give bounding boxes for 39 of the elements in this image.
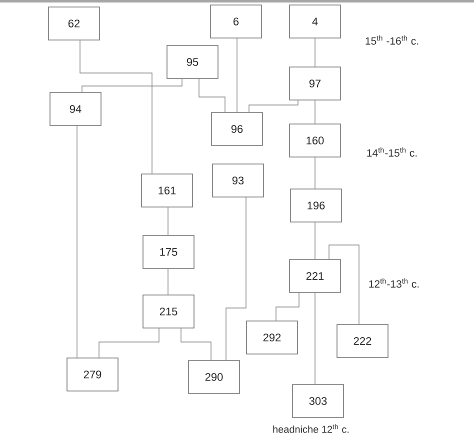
catalogue-box: 303: [292, 384, 344, 418]
catalogue-box: 175: [142, 235, 194, 269]
catalogue-box: 160: [289, 124, 341, 158]
connector-line: [98, 328, 160, 358]
century-label: 14$^{th}$-15$^{th}$ c.: [367, 147, 417, 157]
catalogue-box: 279: [66, 358, 118, 392]
catalogue-box: 96: [211, 112, 263, 146]
connector-line: [198, 78, 226, 112]
catalogue-box: 290: [188, 360, 240, 394]
connector-line: [76, 126, 78, 358]
connector-line: [314, 100, 316, 124]
catalogue-box: 6: [210, 4, 262, 38]
catalogue-box: 4: [289, 4, 341, 38]
catalogue-box: 97: [289, 66, 341, 100]
connector-line: [314, 292, 316, 384]
connector-line: [236, 38, 238, 112]
catalogue-box: 161: [141, 174, 193, 208]
connector-line: [82, 78, 182, 92]
catalogue-box: 292: [246, 320, 298, 354]
connector-line: [180, 328, 212, 360]
connector-line: [248, 100, 298, 112]
connector-line: [80, 40, 152, 174]
connector-line: [314, 157, 316, 189]
connector-line: [276, 292, 300, 321]
century-label: 15$^{th}$ -16$^{th}$ c.: [366, 35, 418, 45]
catalogue-box: 94: [50, 92, 102, 126]
century-label: 12$^{th}$-13$^{th}$ c.: [369, 278, 419, 288]
catalogue-box: 62: [48, 6, 100, 40]
catalogue-box: 221: [289, 259, 341, 293]
catalogue-box: 95: [166, 45, 218, 79]
catalogue-box: 222: [336, 324, 388, 358]
connector-line: [226, 197, 246, 360]
connector-line: [314, 38, 316, 67]
connector-line: [314, 222, 316, 260]
connector-line: [328, 244, 360, 324]
catalogue-box: 93: [212, 164, 264, 198]
node-caption: headniche 12$^{th}$ c.: [273, 424, 349, 433]
catalogue-box: 196: [290, 188, 342, 222]
catalogue-box: 215: [142, 294, 194, 328]
